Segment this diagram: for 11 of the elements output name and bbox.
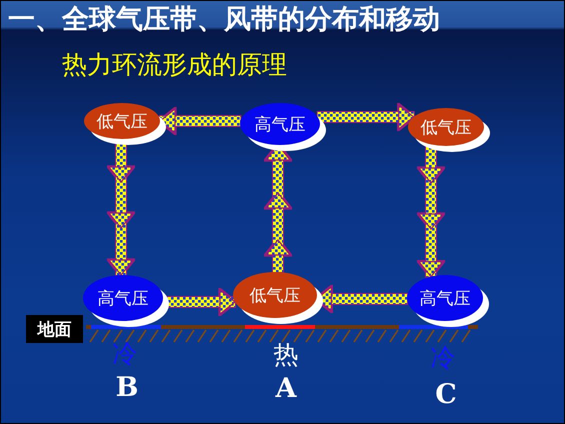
point-label: A <box>276 374 296 404</box>
temperature-label: 热 <box>274 341 298 368</box>
subtitle: 热力环流形成的原理 <box>62 51 287 78</box>
arrow <box>318 104 414 130</box>
label-box: 地面 <box>26 315 83 343</box>
point-label: C <box>435 380 457 410</box>
arrow <box>160 108 240 134</box>
point-label: B <box>116 373 138 403</box>
temperature-label: 冷 <box>112 340 138 368</box>
slide-title: 一、全球气压带、风带的分布和移动 <box>8 5 440 35</box>
temperature-label: 冷 <box>430 344 456 372</box>
